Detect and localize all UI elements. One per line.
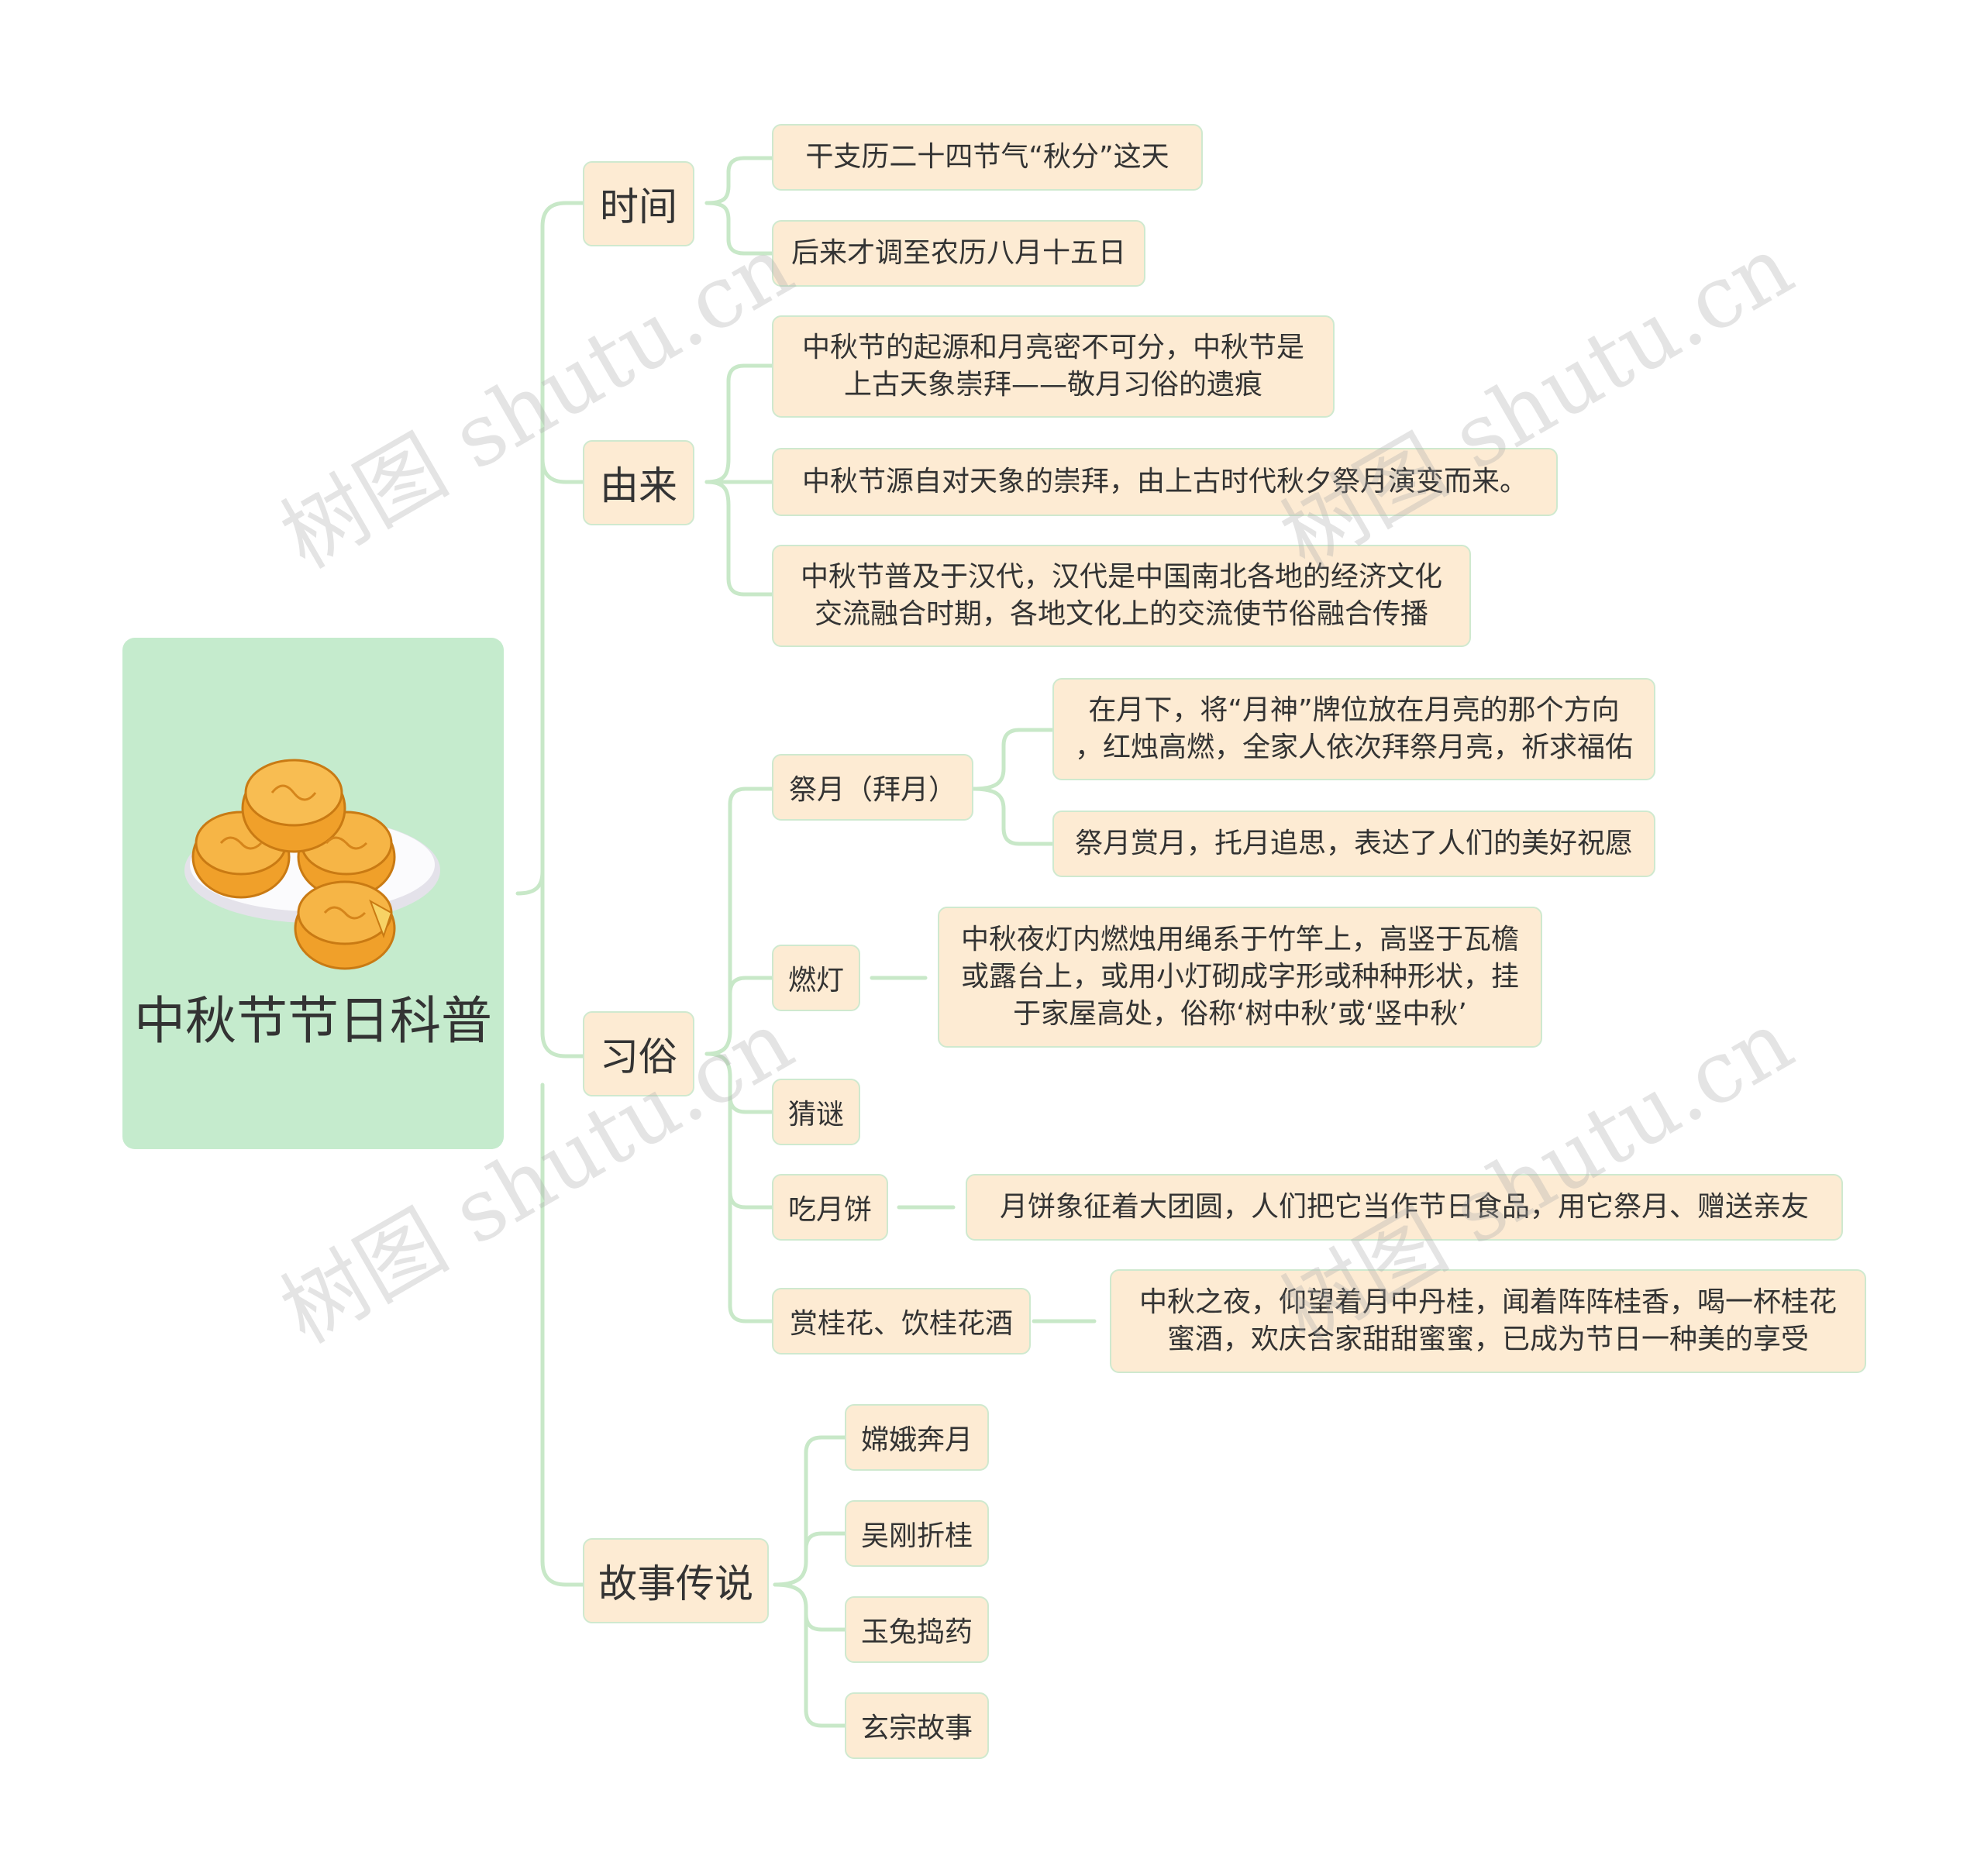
root-node[interactable]: 中秋节节日科普 <box>122 638 504 1149</box>
custom-moon-worship[interactable]: 祭月（拜月） <box>772 754 973 821</box>
custom-riddles[interactable]: 猜谜 <box>772 1079 860 1145</box>
custom-detail[interactable]: 祭月赏月，托月追思，表达了人们的美好祝愿 <box>1052 811 1655 877</box>
custom-lanterns[interactable]: 燃灯 <box>772 945 860 1011</box>
time-item[interactable]: 干支历二十四节气“秋分”这天 <box>772 124 1203 191</box>
custom-detail[interactable]: 月饼象征着大团圆，人们把它当作节日食品，用它祭月、赠送亲友 <box>966 1174 1843 1241</box>
legend-item[interactable]: 嫦娥奔月 <box>845 1404 989 1471</box>
origin-item[interactable]: 中秋节普及于汉代，汉代是中国南北各地的经济文化 交流融合时期，各地文化上的交流使… <box>772 545 1471 647</box>
time-item[interactable]: 后来才调至农历八月十五日 <box>772 220 1145 287</box>
origin-item[interactable]: 中秋节的起源和月亮密不可分，中秋节是 上古天象崇拜——敬月习俗的遗痕 <box>772 315 1335 418</box>
branch-customs[interactable]: 习俗 <box>583 1011 694 1096</box>
custom-detail[interactable]: 在月下，将“月神”牌位放在月亮的那个方向 ，红烛高燃，全家人依次拜祭月亮，祈求福… <box>1052 678 1655 780</box>
legend-item[interactable]: 玉兔捣药 <box>845 1596 989 1663</box>
custom-detail[interactable]: 中秋夜灯内燃烛用绳系于竹竿上，高竖于瓦檐 或露台上，或用小灯砌成字形或种种形状，… <box>938 907 1542 1048</box>
root-title: 中秋节节日科普 <box>134 991 492 1051</box>
branch-time[interactable]: 时间 <box>583 161 694 246</box>
legend-item[interactable]: 玄宗故事 <box>845 1692 989 1759</box>
custom-osmanthus[interactable]: 赏桂花、饮桂花酒 <box>772 1288 1031 1355</box>
legend-item[interactable]: 吴刚折桂 <box>845 1500 989 1567</box>
origin-item[interactable]: 中秋节源自对天象的崇拜，由上古时代秋夕祭月演变而来。 <box>772 448 1558 516</box>
custom-detail[interactable]: 中秋之夜，仰望着月中丹桂，闻着阵阵桂香，喝一杯桂花 蜜酒，欢庆合家甜甜蜜蜜，已成… <box>1110 1269 1866 1373</box>
custom-mooncakes[interactable]: 吃月饼 <box>772 1174 888 1241</box>
branch-origin[interactable]: 由来 <box>583 440 694 525</box>
branch-legends[interactable]: 故事传说 <box>583 1538 769 1623</box>
mooncake-plate-icon <box>184 759 440 970</box>
